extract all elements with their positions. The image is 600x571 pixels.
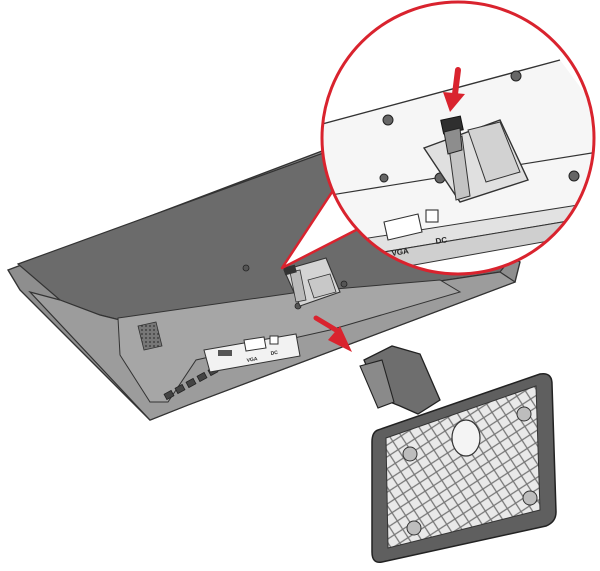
arrow-down-icon [443, 67, 465, 112]
stand-mount-recess [283, 257, 341, 307]
stand [359, 345, 557, 564]
main-vga-label: VGA [246, 356, 258, 364]
zoom-callout: VGA DC [320, 0, 596, 276]
zoom-vga-label: VGA [391, 246, 410, 258]
zoom-dc-label: DC [435, 235, 448, 246]
port-panel: VGA DC [203, 333, 301, 373]
arrow-diagonal-icon [313, 315, 352, 352]
main-dc-label: DC [270, 350, 279, 357]
vent-grille [137, 321, 163, 351]
zoom-callout-outline [320, 0, 596, 276]
stand-base-grid [385, 385, 541, 549]
